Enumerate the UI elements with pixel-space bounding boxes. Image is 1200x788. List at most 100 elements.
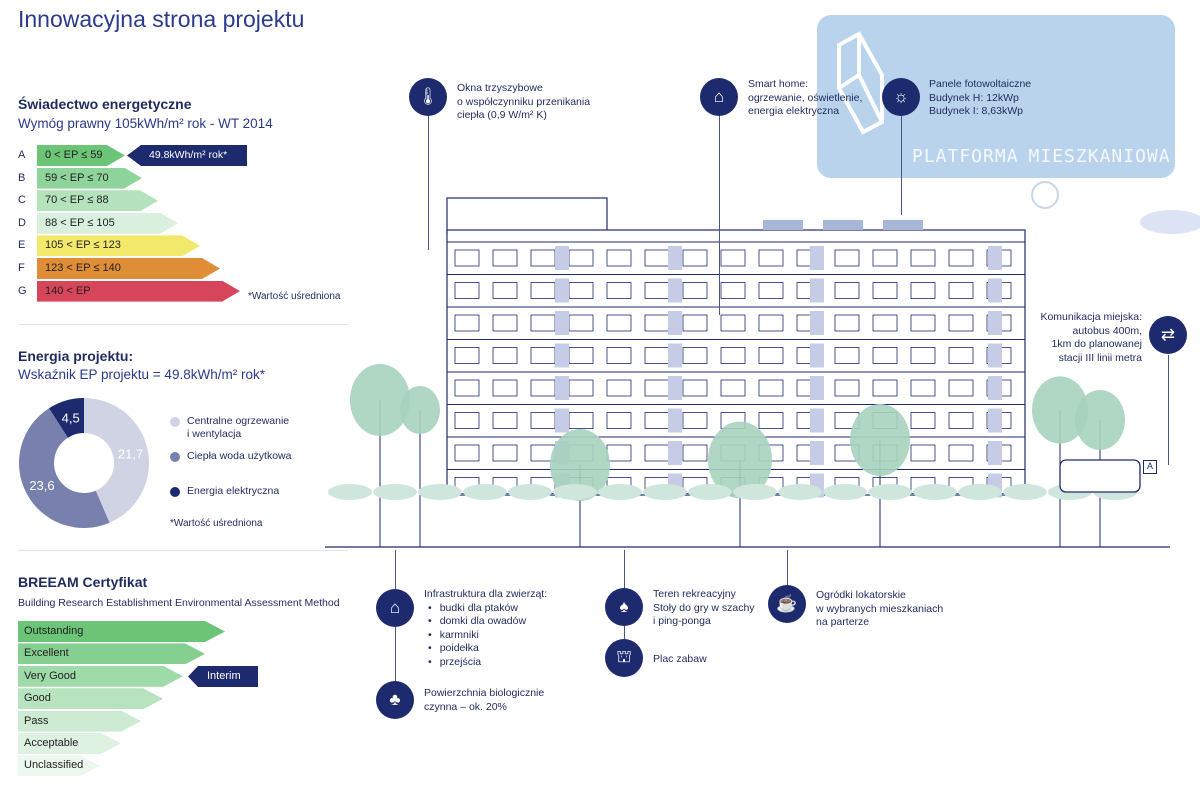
smart-home-icon: ⌂: [700, 78, 738, 116]
energy-requirement: Wymóg prawny 105kWh/m² rok - WT 2014: [18, 116, 273, 131]
feature-text-line: Stoły do gry w szachy: [653, 601, 755, 614]
feature-text-line: czynna – ok. 20%: [424, 700, 507, 713]
breeam-level-bar: Acceptable: [18, 733, 121, 754]
energy-class-bar: 0 < EP ≤ 59: [37, 145, 125, 166]
animals-feature: Infrastruktura dla zwierząt: budki dla p…: [424, 588, 547, 669]
energy-class-letter: F: [18, 262, 25, 274]
breeam-heading: BREEAM Certyfikat: [18, 574, 148, 590]
building-illustration: [325, 181, 1200, 548]
donut-slice-label: 21,7: [118, 446, 143, 461]
project-energy-footnote: *Wartość uśredniona: [170, 518, 263, 529]
energy-class-letter: D: [18, 216, 26, 229]
watermark-logo-icon: [837, 31, 884, 135]
watermark-line1: PLATFORMA: [912, 146, 1019, 167]
feature-text-line: o współczynniku przenikania: [457, 95, 591, 108]
breeam-level-bar: Very Good: [18, 666, 183, 687]
legend-swatch: [170, 452, 180, 462]
legend-label: Ciepła woda użytkowa: [187, 450, 292, 462]
birdhouse-icon: ⌂: [376, 589, 414, 627]
breeam-level-bar: Outstanding: [18, 621, 225, 642]
feature-text-line: i ping-ponga: [653, 615, 711, 627]
transport-feature: Komunikacja miejska:autobus 400m,1km do …: [1000, 311, 1142, 365]
legend-label: Centralne ogrzewanie: [187, 415, 290, 427]
project-energy-heading: Energia projektu:: [18, 348, 134, 364]
list-item: budki dla ptaków: [424, 602, 547, 616]
project-energy-value-badge: 49.8kWh/m² rok*: [127, 145, 247, 166]
feature-text-line: Budynek I: 8,63kWp: [929, 105, 1023, 117]
feature-text-line: Powierzchnia biologicznie: [424, 687, 545, 699]
feature-text-line: energia elektryczna: [748, 105, 840, 117]
donut-slice: [19, 408, 110, 528]
list-item: domki dla owadów: [424, 615, 547, 629]
donut-slice-label: 23,6: [29, 478, 54, 493]
feature-text-line: stacji III linii metra: [1058, 351, 1142, 364]
list-item: poidełka: [424, 642, 547, 656]
thermometer-icon: 🌡: [409, 78, 447, 116]
page-title: Innowacyjna strona projektu: [18, 6, 305, 32]
breeam-level-bar: Good: [18, 688, 163, 709]
transit-icon: ⇄: [1149, 316, 1187, 354]
feature-text-line: Ogródki lokatorskie: [816, 589, 906, 601]
energy-class-bar: 70 < EP ≤ 88: [37, 190, 158, 211]
energy-class-letter: A: [18, 149, 26, 161]
legend-swatch: [170, 487, 180, 497]
bus-stop-sign: A: [1143, 460, 1157, 474]
breeam-level-bar: Unclassified: [18, 755, 100, 776]
energy-class-letter: G: [18, 284, 27, 297]
donut-slice: [49, 398, 84, 438]
solar-panel: [823, 220, 863, 230]
divider: [18, 324, 348, 325]
watering-can-icon: ☕: [768, 585, 806, 623]
breeam-subtitle: Building Research Establishment Environm…: [18, 597, 340, 609]
legend-label: Energia elektryczna: [187, 485, 280, 497]
donut-slice: [84, 398, 149, 523]
energy-class-bar: 59 < EP ≤ 70: [37, 168, 142, 189]
feature-text-line: ciepła (0,9 W/m² K): [457, 109, 547, 121]
energy-class-bar: 140 < EP: [37, 281, 240, 302]
energy-class-bar: 123 < EP ≤ 140: [37, 258, 220, 279]
feature-text-line: Okna trzyszybowe: [457, 82, 543, 94]
legend-swatch: [170, 417, 180, 427]
watermark-line2: MIESZKANIOWA: [1028, 146, 1171, 167]
feature-text-line: 1km do planowanej: [1051, 338, 1142, 350]
feature-text-line: Budynek H: 12kWp: [929, 91, 1019, 104]
feature-text-line: Plac zabaw: [653, 653, 707, 665]
feature-text-line: Panele fotowoltaiczne: [929, 78, 1032, 90]
smart-home-feature: Smart home:ogrzewanie, oświetlenie,energ…: [748, 78, 862, 119]
solar-panel: [883, 220, 923, 230]
list-item: przejścia: [424, 656, 547, 670]
sun-icon: ☼: [882, 78, 920, 116]
energy-class-bar: 105 < EP ≤ 123: [37, 235, 200, 256]
tree-icon: ♠: [605, 588, 643, 626]
sun-icon: [1031, 181, 1059, 209]
list-item: karmniki: [424, 629, 547, 643]
feature-text-line: Smart home:: [748, 78, 809, 90]
feature-text-line: na parterze: [816, 616, 870, 628]
feature-text-line: w wybranych mieszkaniach: [816, 602, 944, 615]
project-energy-indicator: Wskaźnik EP projektu = 49.8kWh/m² rok*: [18, 367, 265, 382]
energy-class-letter: C: [18, 194, 26, 207]
cloud: [1140, 210, 1200, 234]
feature-text-line: ogrzewanie, oświetlenie,: [748, 91, 863, 104]
watermark-logo: PLATFORMA MIESZKANIOWA: [817, 15, 1175, 178]
trees-icon: ♣: [376, 681, 414, 719]
playground-icon: ⛫: [605, 639, 643, 677]
feature-text-line: Komunikacja miejska:: [1040, 311, 1142, 323]
breeam-level-bar: Pass: [18, 711, 141, 732]
watermark-text: PLATFORMA MIESZKANIOWA: [912, 147, 1171, 167]
donut-slice-label: 4,5: [62, 410, 80, 425]
breeam-level-bar: Excellent: [18, 643, 205, 664]
energy-footnote: *Wartość uśredniona: [248, 291, 341, 302]
playground-feature: Plac zabaw: [653, 653, 707, 667]
divider: [18, 550, 348, 551]
feature-text-line: autobus 400m,: [1072, 324, 1142, 337]
energy-class-letter: E: [18, 239, 26, 252]
energy-class-bar: 88 < EP ≤ 105: [37, 213, 178, 234]
energy-certificate-heading: Świadectwo energetyczne: [18, 96, 192, 112]
energy-donut-chart: 21,7 23,6 4,5: [19, 398, 149, 528]
